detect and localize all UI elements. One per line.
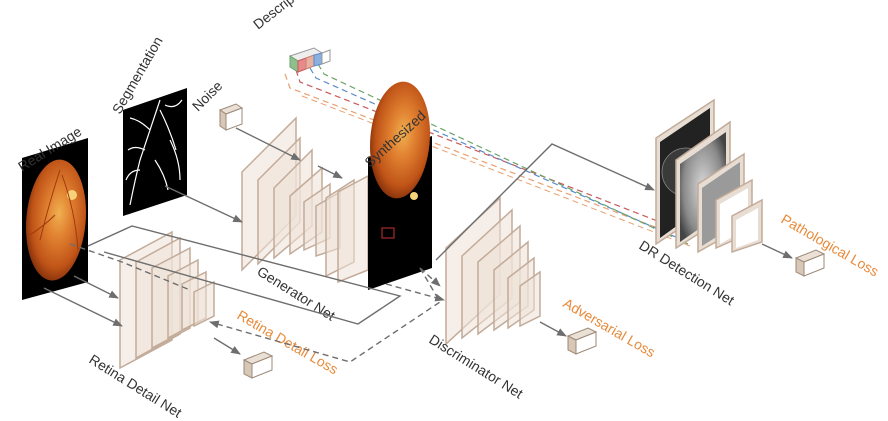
segmentation-image: [123, 88, 187, 216]
descriptor-dashed-lines: [284, 63, 691, 247]
retina-detail-net-label: Retina Detail Net: [86, 351, 184, 421]
discriminator-net-label: Discriminator Net: [426, 331, 526, 402]
noise-block: [218, 103, 244, 131]
real-image: [22, 138, 88, 300]
retina-detail-loss-block: [242, 351, 274, 379]
adversarial-loss-block: [566, 327, 598, 355]
dashed-arrows: [69, 243, 445, 363]
noise-label: Noise: [189, 77, 226, 114]
solid-arrows: [43, 127, 793, 355]
pathological-loss-label: Pathological Loss: [779, 211, 882, 280]
dr-detection-net-label: DR Detection Net: [636, 237, 737, 308]
descriptors-block: [288, 47, 331, 73]
dr-detection-net: [655, 98, 763, 254]
descriptors-label: Descriptors: [250, 0, 316, 32]
discriminator-net: [445, 196, 541, 346]
retina-detail-net: [119, 230, 215, 370]
pathological-loss-block: [794, 249, 826, 277]
generator-net: [241, 116, 369, 284]
synthesized-image: [368, 81, 432, 290]
